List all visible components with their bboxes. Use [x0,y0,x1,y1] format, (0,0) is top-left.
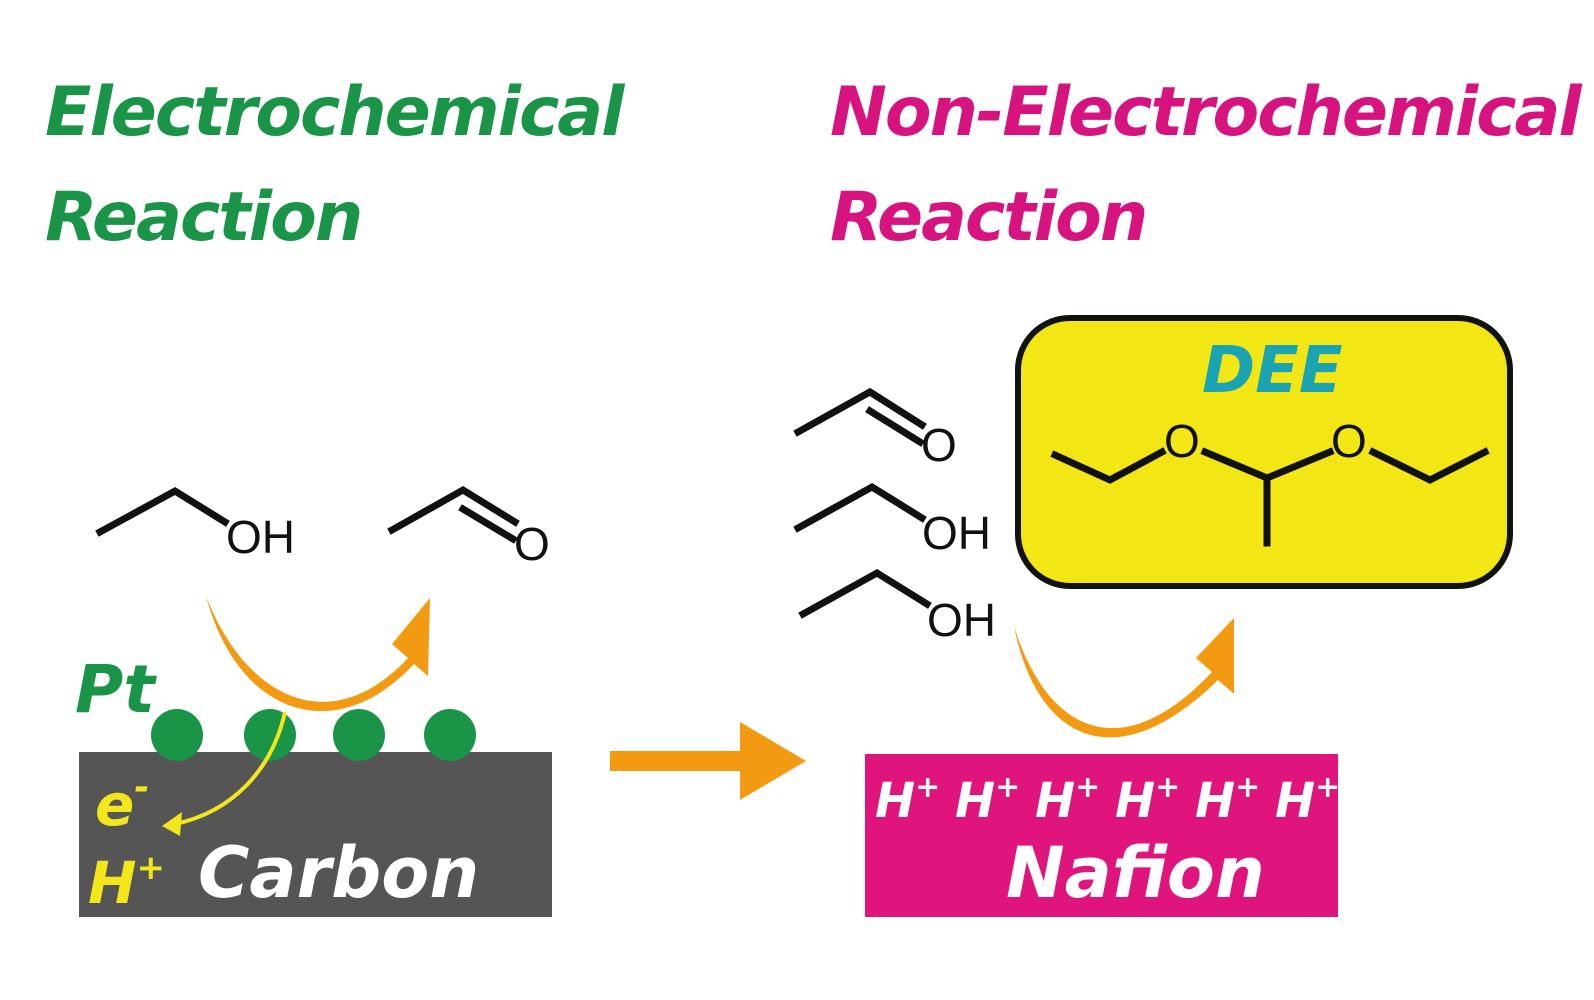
carbon-support [79,752,552,917]
dee-label: DEE [1202,334,1343,408]
dee-product-box [1015,315,1513,589]
dee-oxygen-1: O [1164,415,1200,467]
transition-arrow-shaft [610,751,748,771]
transition-arrow-head [740,722,806,800]
dee-bonds-right [1368,447,1490,484]
right-title-line1: Non-Electrochemical [830,73,1583,152]
oxygen-label: O [514,518,550,570]
nafion-proton-label: H+ [955,770,1020,829]
acetaldehyde-bonds [793,387,927,437]
transition-arrow [610,722,806,800]
hydroxyl-label: OH [927,594,996,646]
right-title-line2: Reaction [830,178,1146,257]
ethanol-molecule-right-2: OH [798,568,996,646]
pt-particles [151,709,476,761]
pt-particle [424,709,476,761]
reaction-curved-arrow-right [1014,618,1234,738]
dee-oxygen-2: O [1331,415,1367,467]
oxygen-label: O [921,419,957,471]
reaction-curved-arrow-left [206,596,430,712]
ethanol-bonds [95,486,230,537]
pt-label: Pt [75,651,157,728]
dee-bonds-left [1050,447,1167,484]
acetaldehyde-molecule-left: O [387,485,550,570]
left-title-line2: Reaction [45,178,361,257]
left-title-line1: Electrochemical [45,73,626,152]
electron-transfer-arrow [174,711,287,826]
nafion-proton-label: H+ [1195,770,1260,829]
nafion-proton-label: H+ [1035,770,1100,829]
carbonyl-double-bond [458,504,518,544]
proton-label: H+ [88,848,165,917]
nafion-protons: H+ H+ H+ H+ H+ H+ [875,770,1340,829]
ethanol-bonds [798,568,932,619]
acetaldehyde-bonds [387,485,520,535]
electron-label: e- [95,767,149,839]
ethanol-molecule-right-1: OH [793,482,991,559]
nafion-label: Nafion [1006,832,1265,914]
acetaldehyde-molecule-right: O [793,387,957,471]
electron-arrow-head [162,812,182,836]
pt-particle [333,709,385,761]
ethanol-bonds [793,482,927,533]
carbon-label: Carbon [198,832,479,914]
dee-structure: O O [1050,415,1490,547]
nafion-proton-label: H+ [1115,770,1180,829]
pt-particle [151,709,203,761]
ethanol-molecule-left: OH [95,486,295,563]
hydroxyl-label: OH [922,507,991,559]
nafion-support [865,754,1338,917]
hydroxyl-label: OH [226,511,295,563]
nafion-proton-label: H+ [1275,770,1340,829]
carbonyl-double-bond [865,406,925,447]
nafion-proton-label: H+ [875,770,940,829]
